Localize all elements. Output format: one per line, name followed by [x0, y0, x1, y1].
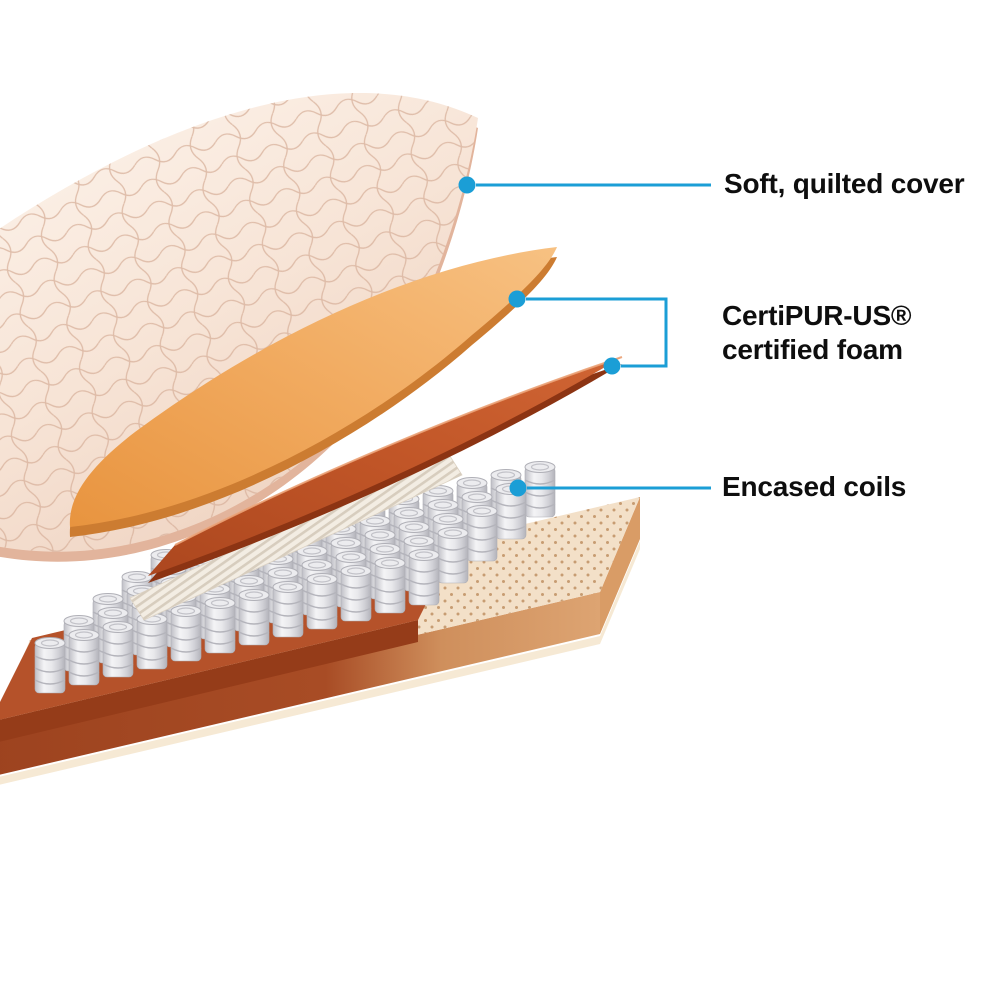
callout-dot-foam-lower: [603, 357, 621, 375]
callout-label-certified-foam: CertiPUR-US® certified foam: [722, 299, 912, 367]
quilted-cover-stitching: [0, 93, 478, 552]
base-right-face: [600, 497, 640, 634]
base-foam-highlight: [174, 356, 623, 546]
callout-dots: [458, 176, 621, 497]
callout-dot-encased-coils: [509, 479, 527, 497]
callout-label-certified-foam-line2: certified foam: [722, 334, 903, 365]
callout-line-certified-foam: [526, 297, 668, 368]
base-foam-surface: [148, 357, 622, 576]
callout-dot-quilted-cover: [458, 176, 476, 194]
callout-label-quilted-cover: Soft, quilted cover: [724, 168, 965, 199]
foam-layer: [69, 247, 558, 537]
callout-lines: [476, 183, 711, 490]
callout-label-certified-foam-line1: CertiPUR-US®: [722, 300, 912, 331]
base-front-face: [0, 592, 600, 775]
foam-surface: [69, 247, 558, 527]
base-foam-layer: [148, 356, 623, 583]
callout-dot-foam-upper: [508, 290, 526, 308]
quilted-cover-layer: [0, 93, 478, 562]
support-foam-front: [0, 620, 418, 742]
base-bottom-edge: [0, 541, 640, 785]
callout-label-encased-coils: Encased coils: [722, 471, 907, 502]
